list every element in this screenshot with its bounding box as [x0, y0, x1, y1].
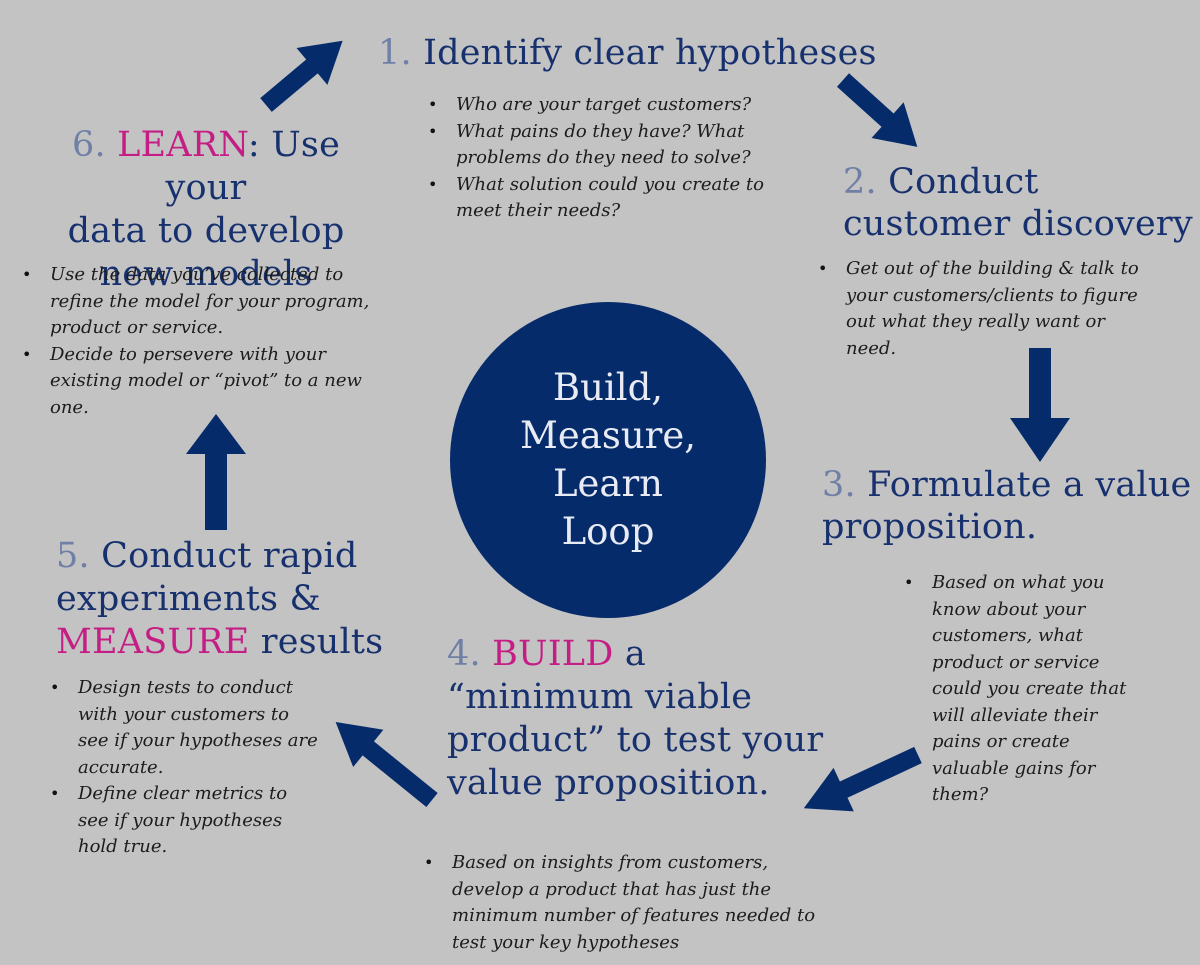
- step-2-number: 2.: [843, 162, 877, 202]
- step-4-line-2: “minimum viable: [447, 677, 753, 717]
- step-5-accent: MEASURE: [56, 622, 250, 662]
- step-3-bullet: Based on what you know about your custom…: [902, 570, 1128, 809]
- arrow-up-icon: [186, 414, 246, 530]
- step-2-heading: 2. Conduct customer discovery: [843, 161, 1193, 245]
- step-3-bullets: Based on what you know about your custom…: [902, 570, 1128, 809]
- step-5-line-3: MEASURE results: [56, 621, 383, 664]
- arrow-down-right-icon: [836, 73, 918, 147]
- step-2-title: Conduct: [888, 162, 1039, 202]
- step-3-heading: 3. Formulate a value proposition.: [822, 464, 1191, 548]
- step-3-number: 3.: [822, 465, 856, 505]
- step-4-bullet: Based on insights from customers, develo…: [422, 850, 822, 956]
- step-4-heading: 4. BUILD a “minimum viable product” to t…: [447, 633, 823, 805]
- step-6-line-2: data to develop: [67, 211, 345, 251]
- step-6-number: 6.: [71, 125, 106, 165]
- center-label: Build, Measure, Learn Loop: [520, 364, 696, 556]
- step-4-line-3: product” to test your: [447, 720, 824, 760]
- arrow-up-left-icon: [335, 721, 438, 807]
- step-1-bullets: Who are your target customers? What pain…: [426, 92, 806, 225]
- step-6-bullet: Use the data you’ve collected to refine …: [20, 262, 370, 342]
- step-2-bullets: Get out of the building & talk to your c…: [816, 256, 1156, 362]
- step-4-line-4: value proposition.: [447, 763, 770, 803]
- arrow-down-icon: [1010, 348, 1070, 462]
- step-1-bullet: What solution could you create to meet t…: [426, 172, 806, 225]
- step-5-bullet: Define clear metrics to see if your hypo…: [48, 781, 318, 861]
- step-5-line-3-rest: results: [260, 622, 384, 662]
- arrow-up-right-icon: [260, 40, 343, 112]
- step-5-heading: 5. Conduct rapid experiments & MEASURE r…: [56, 535, 383, 664]
- step-6-line-1-rest: : Use your: [165, 125, 341, 208]
- step-6-bullets: Use the data you’ve collected to refine …: [20, 262, 370, 421]
- center-circle: Build, Measure, Learn Loop: [450, 302, 766, 618]
- step-5-line-1: 5. Conduct rapid: [56, 535, 383, 578]
- step-1-bullet: What pains do they have? What problems d…: [426, 119, 806, 172]
- step-2-line-1: 2. Conduct: [843, 161, 1193, 203]
- center-line: Measure,: [519, 414, 696, 457]
- step-1-bullet: Who are your target customers?: [426, 92, 806, 119]
- step-6-line-1: 6. LEARN: Use your: [36, 124, 376, 210]
- step-3-title: Formulate a value: [867, 465, 1192, 505]
- step-6-bullet: Decide to persevere with your existing m…: [20, 342, 370, 422]
- step-4-line-1-rest: a: [624, 634, 646, 674]
- step-1-number: 1.: [378, 33, 412, 73]
- step-2-line-2: customer discovery: [843, 204, 1193, 244]
- step-5-title: Conduct rapid: [101, 536, 358, 576]
- step-5-line-2: experiments &: [56, 579, 321, 619]
- step-5-bullet: Design tests to conduct with your custom…: [48, 675, 318, 781]
- step-4-line-1: 4. BUILD a: [447, 633, 823, 676]
- step-5-number: 5.: [56, 536, 90, 576]
- center-line: Learn: [552, 462, 664, 505]
- step-5-bullets: Design tests to conduct with your custom…: [48, 675, 318, 861]
- step-3-line-1: 3. Formulate a value: [822, 464, 1191, 506]
- center-line: Build,: [552, 366, 664, 409]
- step-1-title: Identify clear hypotheses: [423, 33, 877, 73]
- step-1-heading: 1. Identify clear hypotheses: [378, 30, 877, 76]
- center-line: Loop: [561, 510, 655, 553]
- step-4-bullets: Based on insights from customers, develo…: [422, 850, 822, 956]
- step-4-number: 4.: [447, 634, 481, 674]
- step-3-line-2: proposition.: [822, 507, 1038, 547]
- step-4-accent: BUILD: [492, 634, 614, 674]
- arrow-down-left-icon: [803, 746, 922, 812]
- step-6-accent: LEARN: [117, 125, 248, 165]
- step-2-bullet: Get out of the building & talk to your c…: [816, 256, 1156, 362]
